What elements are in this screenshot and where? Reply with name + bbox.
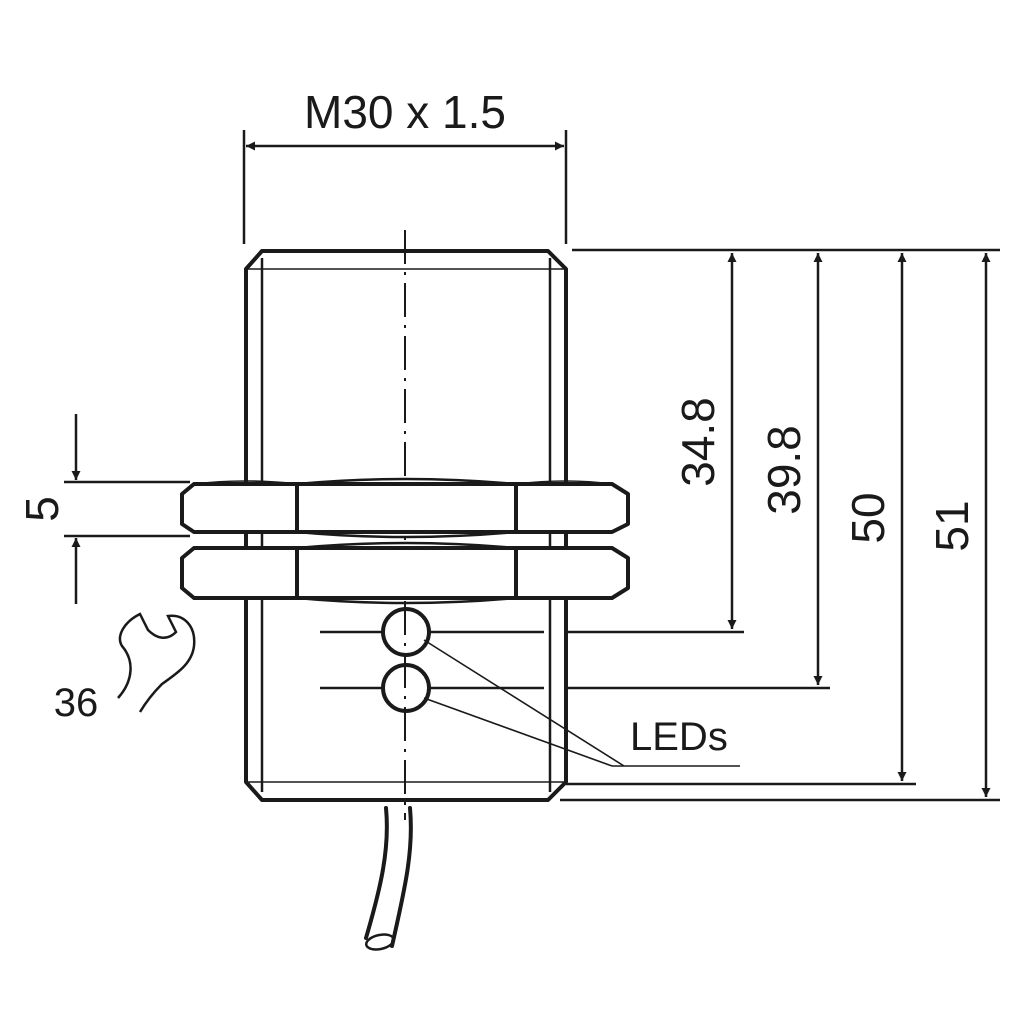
dim-label-39-8: 39.8 <box>758 425 810 515</box>
length-dimensions: 34.8 39.8 50 51 <box>560 248 1000 802</box>
wrench-icon <box>117 612 196 713</box>
cable <box>364 806 413 951</box>
dim-label-51: 51 <box>926 500 978 551</box>
thread-dimension: M30 x 1.5 <box>242 86 568 244</box>
wrench-size-label: 36 <box>54 681 99 725</box>
mounting-nut-upper <box>180 477 630 539</box>
dim-label-50: 50 <box>842 492 894 543</box>
mounting-nut-lower <box>180 541 630 605</box>
thread-size-label: M30 x 1.5 <box>304 86 506 138</box>
leds-label: LEDs <box>630 715 728 759</box>
dim-label-34-8: 34.8 <box>672 397 724 487</box>
sensor-housing-outline <box>244 249 568 802</box>
led-leader-1 <box>423 639 625 767</box>
led-leader-2 <box>423 697 613 767</box>
led-indicators <box>320 607 740 767</box>
nut-thickness-label: 5 <box>16 496 68 522</box>
nut-thickness-dimension: 5 <box>16 414 190 604</box>
